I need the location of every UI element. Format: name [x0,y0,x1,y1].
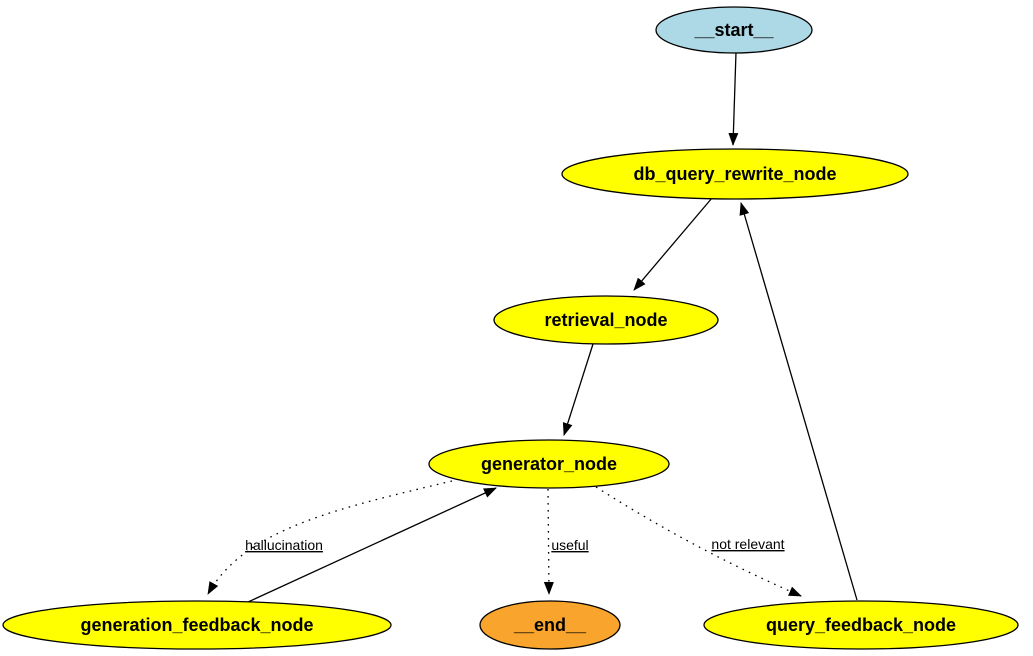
node-generator: generator_node [428,439,670,489]
end-node-ellipse [479,600,621,650]
db-query-rewrite-node-ellipse [561,148,909,200]
node-retrieval: retrieval_node [493,295,719,345]
node-start: __start__ [655,6,813,54]
edge-label-hallucination: hallucination [245,537,323,553]
edge-generation-feedback-to-generator [247,487,497,603]
edge-generator-to-query-feedback [595,486,802,597]
retrieval-node-label: retrieval_node [544,310,667,330]
edge-query-feedback-to-db-query-rewrite [739,202,858,601]
db-query-rewrite-node-label: db_query_rewrite_node [633,164,836,184]
query-feedback-node-ellipse [703,600,1019,650]
generator-node-label: generator_node [481,454,617,474]
edge-labels: hallucination useful not relevant [245,536,785,553]
generation-feedback-node-label: generation_feedback_node [80,615,313,635]
edge-label-useful: useful [551,537,588,553]
generation-feedback-node-ellipse [2,600,392,650]
edges [207,51,858,603]
node-db-query-rewrite: db_query_rewrite_node [561,148,909,200]
edge-db-query-rewrite-to-retrieval [633,197,713,291]
edge-retrieval-to-generator [562,343,594,436]
start-node-ellipse [655,6,813,54]
generator-node-ellipse [428,439,670,489]
edge-generator-to-end [543,488,554,595]
retrieval-node-ellipse [493,295,719,345]
node-query-feedback: query_feedback_node [703,600,1019,650]
node-end: __end__ [479,600,621,650]
edge-generator-to-generation-feedback [207,480,453,595]
end-node-label: __end__ [513,615,587,635]
edge-label-not-relevant: not relevant [711,536,784,552]
node-generation-feedback: generation_feedback_node [2,600,392,650]
start-node-label: __start__ [693,20,774,40]
edge-start-to-db-query-rewrite [728,51,739,146]
query-feedback-node-label: query_feedback_node [766,615,956,635]
